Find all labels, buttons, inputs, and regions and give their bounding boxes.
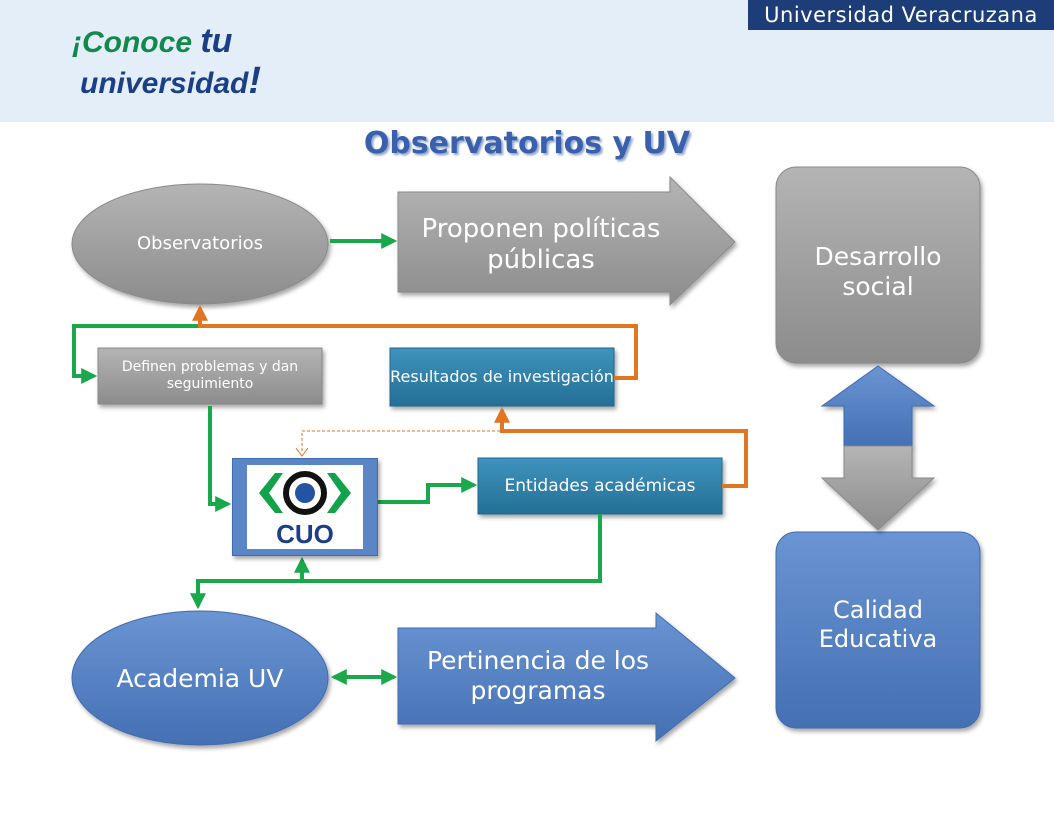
observatorios-node bbox=[71, 183, 329, 305]
dashed-arrowhead bbox=[295, 447, 309, 457]
connector-dashed-to-cuo bbox=[301, 430, 500, 452]
desarrollo-node bbox=[775, 166, 981, 364]
calidad-node bbox=[775, 531, 981, 729]
connector-entidades-to-academia bbox=[190, 514, 602, 610]
eye-icon bbox=[259, 471, 351, 515]
proponen-label: Proponen políticas públicas bbox=[421, 213, 661, 275]
double-arrow-up-icon bbox=[820, 365, 936, 447]
double-arrow-down-icon bbox=[820, 445, 936, 531]
cuo-label: CUO bbox=[276, 519, 334, 549]
resultados-node bbox=[389, 347, 615, 407]
conoce-tu-universidad-logo: ¡Conoce tu universidad! bbox=[72, 22, 262, 102]
definen-node bbox=[97, 347, 323, 405]
page-title: Observatorios y UV bbox=[363, 126, 691, 161]
academia-node bbox=[71, 610, 329, 746]
cuo-logo: CUO bbox=[247, 465, 363, 549]
institution-banner: Universidad Veracruzana bbox=[748, 0, 1054, 30]
entidades-node bbox=[477, 457, 723, 515]
cuo-node: CUO bbox=[232, 458, 378, 556]
connector-cuo-to-entidades bbox=[378, 477, 478, 504]
proponen-arrow-node bbox=[397, 175, 736, 307]
pertinencia-arrow-node bbox=[397, 611, 736, 743]
connector-resultados-to-obs bbox=[192, 304, 638, 380]
connector-definen-to-cuo bbox=[208, 406, 232, 512]
observatorios-label: Observatorios bbox=[137, 233, 263, 255]
resultados-label: Resultados de investigación bbox=[390, 367, 614, 387]
desarrollo-label: Desarrollo social bbox=[814, 242, 942, 301]
connector-entidades-to-resultados bbox=[494, 406, 748, 488]
entidades-label: Entidades académicas bbox=[504, 475, 696, 496]
pertinencia-label: Pertinencia de los programas bbox=[426, 646, 650, 705]
academia-label: Academia UV bbox=[116, 664, 284, 693]
calidad-label: Calidad Educativa bbox=[818, 596, 938, 653]
connector-loop-to-definen bbox=[72, 324, 200, 384]
definen-label: Definen problemas y dan seguimiento bbox=[121, 359, 299, 392]
